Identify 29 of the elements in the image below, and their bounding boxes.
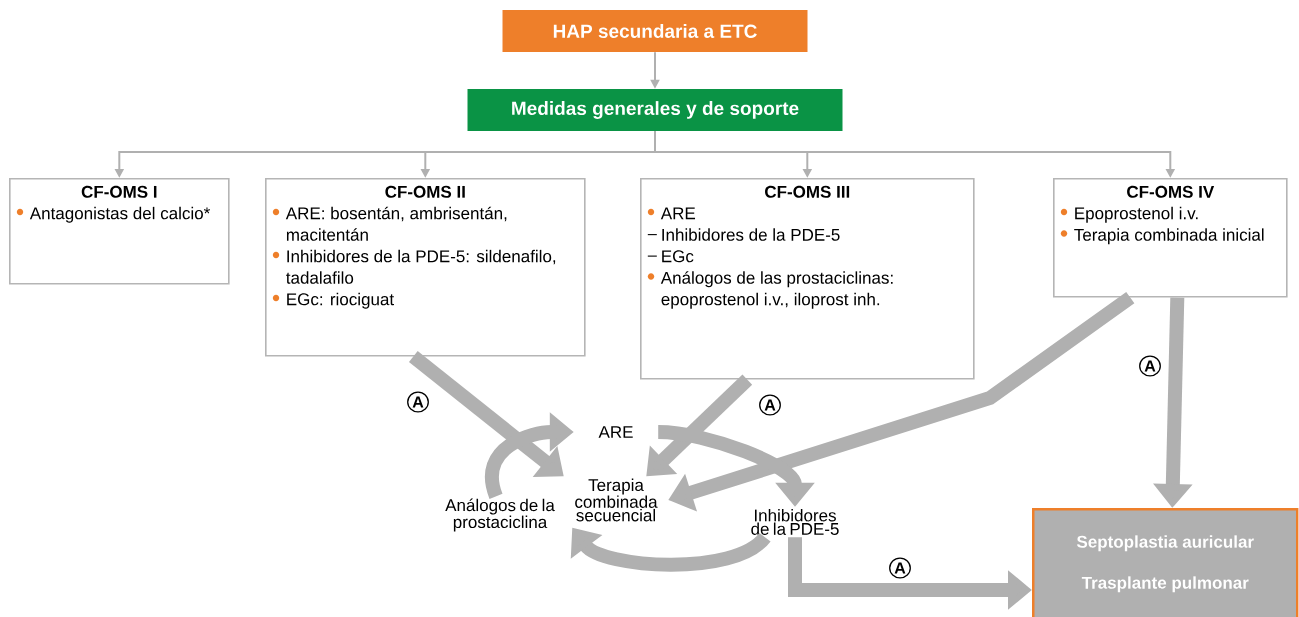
list-item: Terapia combinada inicial — [1060, 228, 1264, 245]
list-item: Inhibidores de la PDE-5: sildenafilo, tadalafilo — [272, 249, 556, 284]
edge-label: A — [407, 391, 429, 413]
category-box — [1053, 178, 1288, 298]
list-item: Antagonistas del calcio* — [16, 206, 210, 223]
edge-label: A — [889, 557, 911, 579]
step-label: Análogos de la prostaciclina — [445, 498, 555, 532]
edge-label: A — [759, 394, 781, 416]
box-heading: CF-OMS I — [81, 185, 157, 198]
list-item: EGc — [647, 250, 694, 263]
step-label: Terapia combinada secuencial — [575, 478, 658, 522]
box-heading: CF-OMS II — [385, 185, 465, 198]
list-item: EGc: riociguat — [272, 292, 394, 309]
step-label: Inhibidores de la PDE-5 — [751, 509, 839, 535]
edge-label: A — [1139, 355, 1161, 377]
list-item: Epoprostenol i.v. — [1060, 206, 1198, 223]
step-label: ARE — [598, 426, 633, 438]
title-box: Medidas generales y de soporte — [467, 89, 843, 131]
title-box: HAP secundaria a ETC — [502, 10, 808, 52]
list-item: ARE — [647, 207, 695, 220]
list-item: ARE: bosentán, ambrisentán, macitentán — [272, 206, 507, 241]
outcome-box: Septoplastia auricular Trasplante pulmonar — [1032, 508, 1299, 617]
list-item: Análogos de las prostaciclinas: epoprostenol i.v., iloprost inh. — [647, 271, 893, 309]
category-box — [265, 178, 586, 357]
list-item: Inhibidores de la PDE-5 — [647, 228, 840, 241]
box-heading: CF-OMS IV — [1127, 185, 1215, 198]
category-box — [9, 178, 230, 285]
category-box — [640, 178, 975, 380]
box-heading: CF-OMS III — [765, 185, 850, 198]
